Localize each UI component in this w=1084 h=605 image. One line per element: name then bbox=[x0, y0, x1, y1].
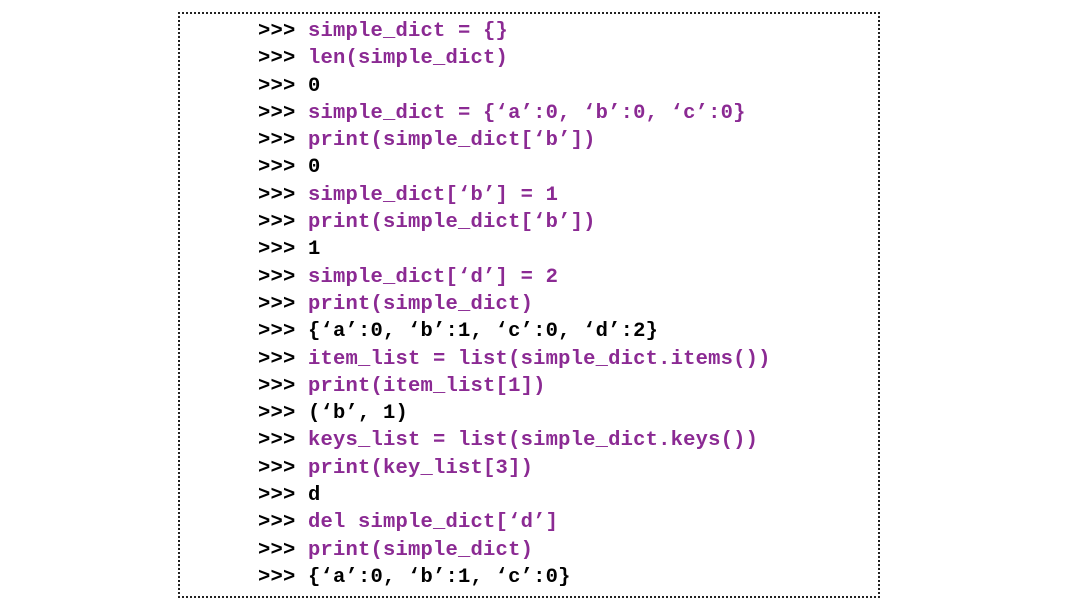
code-line: >>> del simple_dict[‘d’] bbox=[258, 509, 771, 536]
code-output-text: 0 bbox=[308, 156, 321, 180]
code-line: >>> simple_dict = {} bbox=[258, 18, 771, 45]
prompt-symbol: >>> bbox=[258, 129, 296, 153]
code-input-text: print(key_list[3]) bbox=[308, 456, 534, 480]
code-line: >>> 0 bbox=[258, 73, 771, 100]
code-box: >>> simple_dict = {} >>> len(simple_dict… bbox=[178, 12, 880, 598]
prompt-symbol: >>> bbox=[258, 183, 296, 207]
code-output-text: d bbox=[308, 484, 321, 508]
prompt-symbol: >>> bbox=[258, 265, 296, 289]
code-input-text: simple_dict[‘b’] = 1 bbox=[308, 183, 559, 207]
code-line: >>> (‘b’, 1) bbox=[258, 400, 771, 427]
code-input-text: print(simple_dict[‘b’]) bbox=[308, 129, 596, 153]
code-input-text: print(simple_dict[‘b’]) bbox=[308, 211, 596, 235]
code-input-text: print(item_list[1]) bbox=[308, 374, 546, 398]
code-input-text: del simple_dict[‘d’] bbox=[308, 511, 559, 535]
code-line: >>> simple_dict[‘d’] = 2 bbox=[258, 264, 771, 291]
prompt-symbol: >>> bbox=[258, 429, 296, 453]
code-line: >>> simple_dict[‘b’] = 1 bbox=[258, 182, 771, 209]
code-input-text: simple_dict[‘d’] = 2 bbox=[308, 265, 559, 289]
prompt-symbol: >>> bbox=[258, 511, 296, 535]
code-line: >>> 0 bbox=[258, 154, 771, 181]
code-line: >>> {‘a’:0, ‘b’:1, ‘c’:0} bbox=[258, 564, 771, 591]
prompt-symbol: >>> bbox=[258, 211, 296, 235]
code-input-text: simple_dict = {} bbox=[308, 20, 509, 43]
code-line: >>> keys_list = list(simple_dict.keys()) bbox=[258, 427, 771, 454]
code-output-text: 1 bbox=[308, 238, 321, 262]
code-line: >>> d bbox=[258, 482, 771, 509]
code-output-text: 0 bbox=[308, 74, 321, 98]
prompt-symbol: >>> bbox=[258, 20, 296, 43]
code-line: >>> print(simple_dict[‘b’]) bbox=[258, 209, 771, 236]
prompt-symbol: >>> bbox=[258, 238, 296, 262]
prompt-symbol: >>> bbox=[258, 47, 296, 71]
code-line: >>> 1 bbox=[258, 236, 771, 263]
code-input-text: simple_dict = {‘a’:0, ‘b’:0, ‘c’:0} bbox=[308, 101, 746, 125]
code-line: >>> item_list = list(simple_dict.items()… bbox=[258, 346, 771, 373]
code-line: >>> print(key_list[3]) bbox=[258, 455, 771, 482]
prompt-symbol: >>> bbox=[258, 74, 296, 98]
code-output-text: (‘b’, 1) bbox=[308, 402, 409, 426]
code-line: >>> print(simple_dict) bbox=[258, 537, 771, 564]
code-input-text: keys_list = list(simple_dict.keys()) bbox=[308, 429, 759, 453]
code-line: >>> print(simple_dict) bbox=[258, 291, 771, 318]
prompt-symbol: >>> bbox=[258, 538, 296, 562]
code-input-text: len(simple_dict) bbox=[308, 47, 509, 71]
code-line: >>> simple_dict = {‘a’:0, ‘b’:0, ‘c’:0} bbox=[258, 100, 771, 127]
code-lines: >>> simple_dict = {} >>> len(simple_dict… bbox=[258, 18, 771, 591]
prompt-symbol: >>> bbox=[258, 101, 296, 125]
code-line: >>> print(simple_dict[‘b’]) bbox=[258, 127, 771, 154]
code-line: >>> print(item_list[1]) bbox=[258, 373, 771, 400]
prompt-symbol: >>> bbox=[258, 156, 296, 180]
code-input-text: print(simple_dict) bbox=[308, 292, 534, 316]
prompt-symbol: >>> bbox=[258, 320, 296, 344]
prompt-symbol: >>> bbox=[258, 374, 296, 398]
code-output-text: {‘a’:0, ‘b’:1, ‘c’:0, ‘d’:2} bbox=[308, 320, 659, 344]
code-input-text: item_list = list(simple_dict.items()) bbox=[308, 347, 771, 371]
prompt-symbol: >>> bbox=[258, 456, 296, 480]
code-output-text: {‘a’:0, ‘b’:1, ‘c’:0} bbox=[308, 565, 571, 589]
code-line: >>> len(simple_dict) bbox=[258, 45, 771, 72]
prompt-symbol: >>> bbox=[258, 565, 296, 589]
code-line: >>> {‘a’:0, ‘b’:1, ‘c’:0, ‘d’:2} bbox=[258, 318, 771, 345]
prompt-symbol: >>> bbox=[258, 484, 296, 508]
code-input-text: print(simple_dict) bbox=[308, 538, 534, 562]
prompt-symbol: >>> bbox=[258, 347, 296, 371]
prompt-symbol: >>> bbox=[258, 402, 296, 426]
prompt-symbol: >>> bbox=[258, 292, 296, 316]
